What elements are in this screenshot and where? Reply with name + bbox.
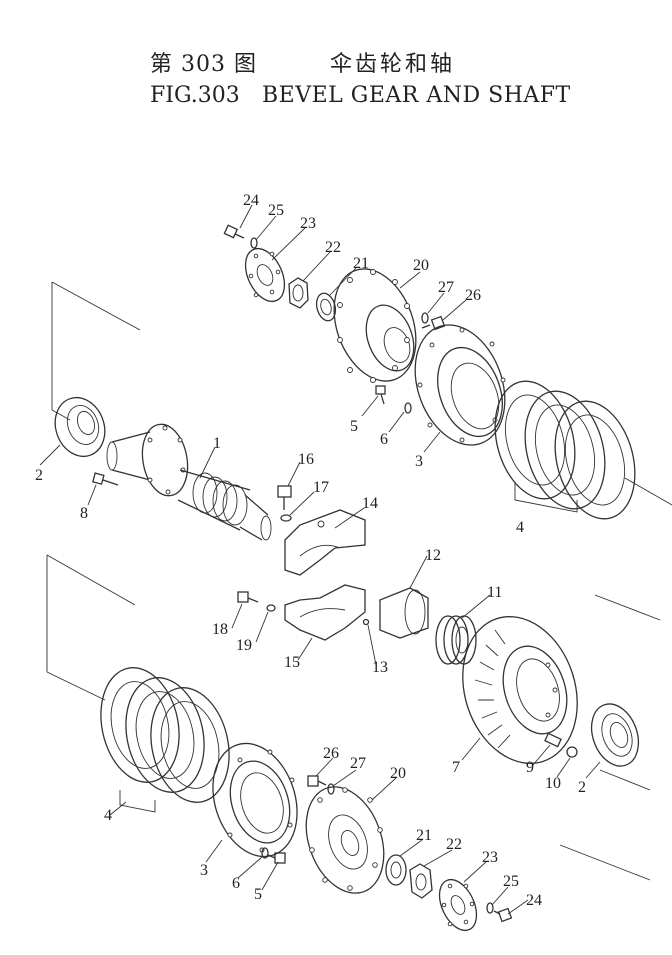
callout-24-bottom: 24: [526, 892, 542, 909]
callout-3-bottom: 3: [200, 862, 208, 879]
nut-10: [566, 746, 578, 758]
bevel-gear-7: [462, 616, 578, 764]
callout-10: 10: [545, 775, 561, 792]
callout-23-bottom: 23: [482, 849, 498, 866]
callout-26-top: 26: [465, 287, 481, 304]
callout-2-right: 2: [578, 779, 586, 796]
pin-13: [362, 618, 370, 626]
callout-20-top: 20: [413, 257, 429, 274]
shaft-1: [106, 423, 272, 541]
callout-4-top: 4: [516, 519, 524, 536]
callout-15: 15: [284, 654, 300, 671]
bearing-2-right: [590, 703, 640, 767]
bolt-26-top: [421, 315, 446, 331]
bolt-18: [237, 591, 259, 603]
callout-25-bottom: 25: [503, 873, 519, 890]
nut-22-bottom: [409, 863, 433, 899]
callout-20-bottom: 20: [390, 765, 406, 782]
callout-1: 1: [213, 435, 221, 452]
shims-4-bottom: [100, 667, 230, 813]
callout-22-top: 22: [325, 239, 341, 256]
callout-3-top: 3: [415, 453, 423, 470]
callout-13: 13: [372, 659, 388, 676]
bearing-cage-3-top: [414, 324, 506, 446]
callout-27-top: 27: [438, 279, 454, 296]
callout-4-bottom: 4: [104, 807, 112, 824]
bolt-9: [544, 732, 562, 748]
bearing-cage-3-bottom: [212, 742, 298, 858]
bearing-2-left: [54, 396, 106, 458]
nut-22-top: [288, 277, 309, 309]
callout-16: 16: [298, 451, 314, 468]
callout-8: 8: [80, 505, 88, 522]
figure-title-en: BEVEL GEAR AND SHAFT: [262, 83, 571, 108]
callout-6-bottom: 6: [232, 875, 240, 892]
callout-21-bottom: 21: [416, 827, 432, 844]
callout-2-left: 2: [35, 467, 43, 484]
flange-20-bottom: [305, 786, 385, 894]
washer-17: [280, 514, 292, 522]
bearing-cap-14: [284, 509, 366, 576]
washer-27-top: [421, 312, 429, 324]
callout-14: 14: [362, 495, 378, 512]
callout-12: 12: [425, 547, 441, 564]
bolt-8: [92, 472, 119, 486]
washer-25-top: [250, 237, 258, 249]
shims-4-top: [494, 380, 636, 520]
callout-27-bottom: 27: [350, 755, 366, 772]
washer-25-bottom: [486, 902, 494, 914]
spacer-12: [379, 587, 429, 639]
flange-20-top: [333, 268, 417, 383]
bolt-24-top: [223, 224, 245, 239]
washer-21-bottom: [385, 854, 407, 886]
washer-6-bottom: [261, 847, 269, 859]
washer-6-top: [404, 402, 412, 414]
frame-lines: [46, 281, 672, 881]
callout-23-top: 23: [300, 215, 316, 232]
bolt-16: [277, 485, 292, 510]
bearing-cap-15: [284, 584, 366, 641]
callout-22-bottom: 22: [446, 836, 462, 853]
bolt-26-bottom: [307, 775, 327, 787]
callout-24-top: 24: [243, 192, 259, 209]
callout-7: 7: [452, 759, 460, 776]
bolt-5-top: [375, 385, 386, 405]
callout-19: 19: [236, 637, 252, 654]
lock-plate-23-top: [244, 247, 286, 303]
leader-lines: [39, 204, 601, 915]
callout-labels: 24 25 23 22 21 20 27 26 5 6 3 4 2 8 1 16…: [35, 192, 586, 909]
callout-21-top: 21: [353, 255, 369, 272]
callout-5-top: 5: [350, 418, 358, 435]
callout-9: 9: [526, 759, 534, 776]
figure-number-cn: 第 303 图: [150, 52, 257, 77]
callout-18: 18: [212, 621, 228, 638]
washer-27-bottom: [327, 783, 335, 795]
callout-11: 11: [487, 584, 502, 601]
washer-19: [266, 604, 276, 612]
callout-26-bottom: 26: [323, 745, 339, 762]
callout-25-top: 25: [268, 202, 284, 219]
figure-number-en: FIG.303: [150, 83, 240, 108]
callout-17: 17: [313, 479, 329, 496]
lock-plate-23-bottom: [438, 878, 478, 932]
figure-title-cn: 伞齿轮和轴: [330, 52, 456, 77]
callout-5-bottom: 5: [254, 886, 262, 903]
bolt-5-bottom: [267, 852, 286, 864]
bolt-24-bottom: [493, 907, 513, 923]
bearing-11: [435, 615, 477, 665]
callout-6-top: 6: [380, 431, 388, 448]
